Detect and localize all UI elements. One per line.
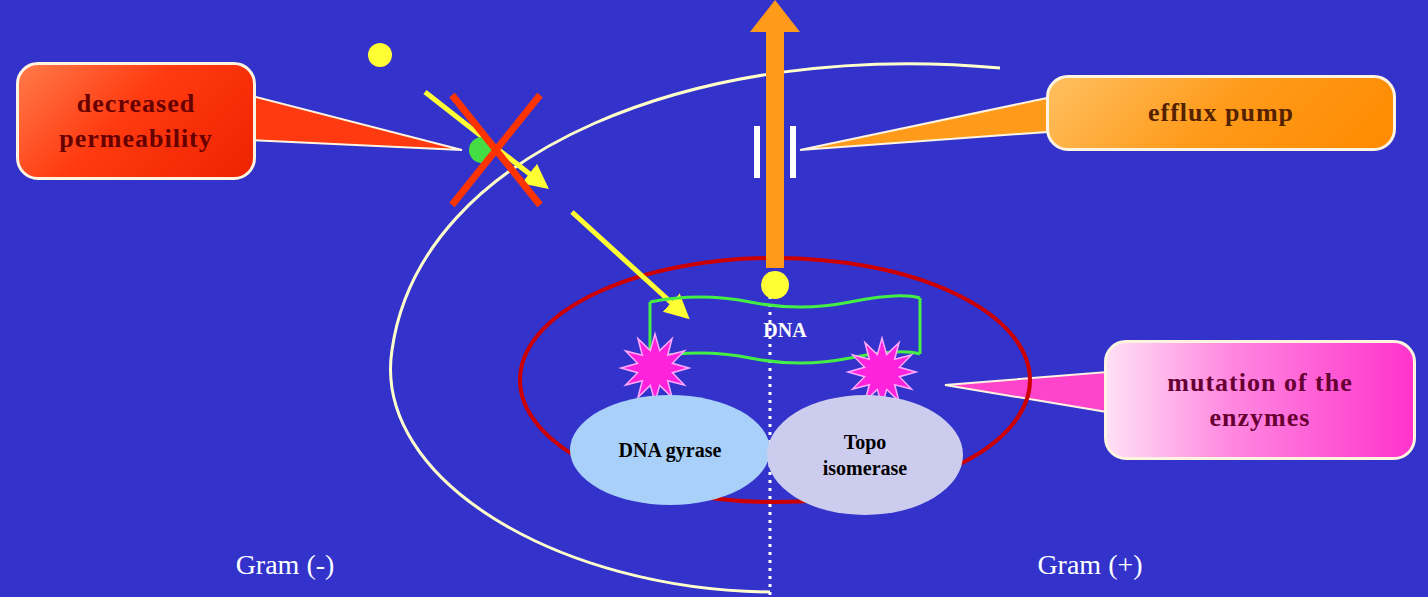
efflux-arrow	[766, 28, 784, 268]
enzyme-ellipse: Topo isomerase	[767, 395, 963, 515]
outer-membrane	[391, 64, 1000, 592]
dna-strand	[919, 298, 922, 354]
node-text: DNA gyrase	[619, 437, 722, 463]
pump-channel	[790, 126, 796, 178]
dna-label: DNA	[763, 319, 806, 342]
pump-channel	[754, 126, 760, 178]
block-cross	[452, 95, 540, 205]
efflux-arrow-head	[750, 0, 800, 32]
mutation-star	[621, 334, 689, 402]
dna-strand	[650, 296, 920, 307]
drug-molecule	[368, 43, 392, 67]
node-text: efflux pump	[1148, 95, 1294, 130]
enzyme-ellipse: DNA gyrase	[570, 395, 770, 505]
block-cross	[452, 95, 540, 205]
callout-tail	[248, 95, 462, 150]
node-text: Topo isomerase	[800, 429, 930, 481]
node-text: decreased permeability	[36, 86, 236, 156]
node-text: mutation of the enzymes	[1140, 365, 1380, 435]
callout-tail	[800, 98, 1047, 150]
callout-box: decreased permeability	[16, 62, 256, 180]
drug-molecule	[761, 271, 789, 299]
callout-box: efflux pump	[1046, 75, 1396, 151]
callout-box: mutation of the enzymes	[1104, 340, 1416, 460]
gram-label: Gram (-)	[236, 549, 335, 581]
gram-label: Gram (+)	[1037, 549, 1142, 581]
